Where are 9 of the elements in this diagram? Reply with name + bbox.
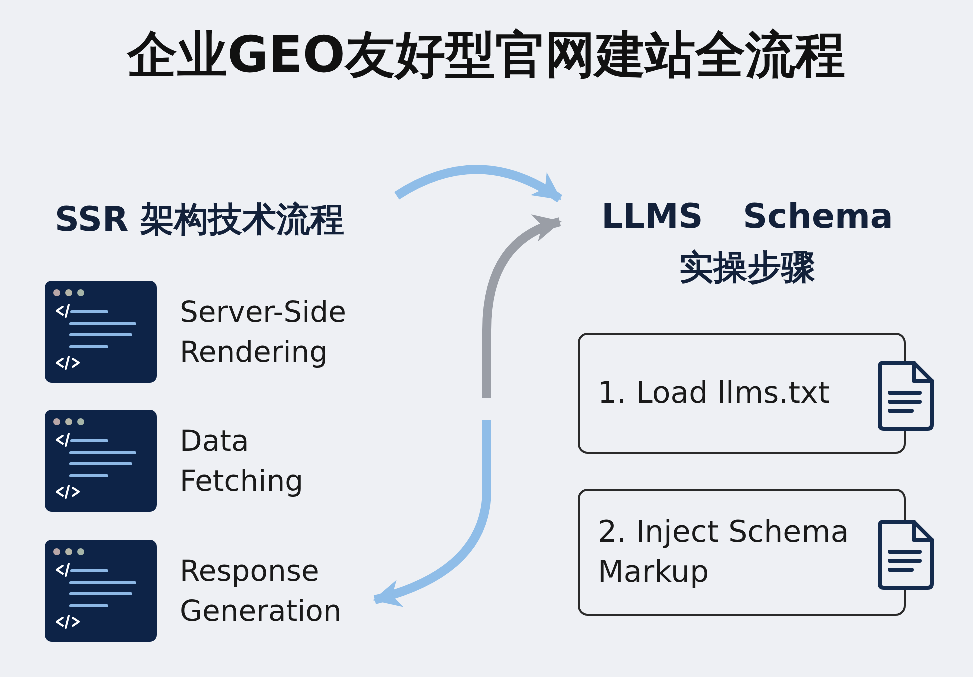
section-heading: LLMS Schema xyxy=(600,197,894,237)
step-label: 1. Load llms.txt xyxy=(598,375,832,413)
title: 企业GEO友好型官网建站全流程 xyxy=(126,25,846,86)
step-label: Data Fetching xyxy=(180,423,304,500)
step-label: Server-Side Rendering xyxy=(180,294,348,371)
step-label: 2. Inject Schema Markup xyxy=(598,514,850,592)
section-heading: 实操步骤 xyxy=(678,247,816,290)
section-heading: SSR 架构技术流程 xyxy=(55,199,344,242)
step-label: Response Generation xyxy=(180,553,343,630)
